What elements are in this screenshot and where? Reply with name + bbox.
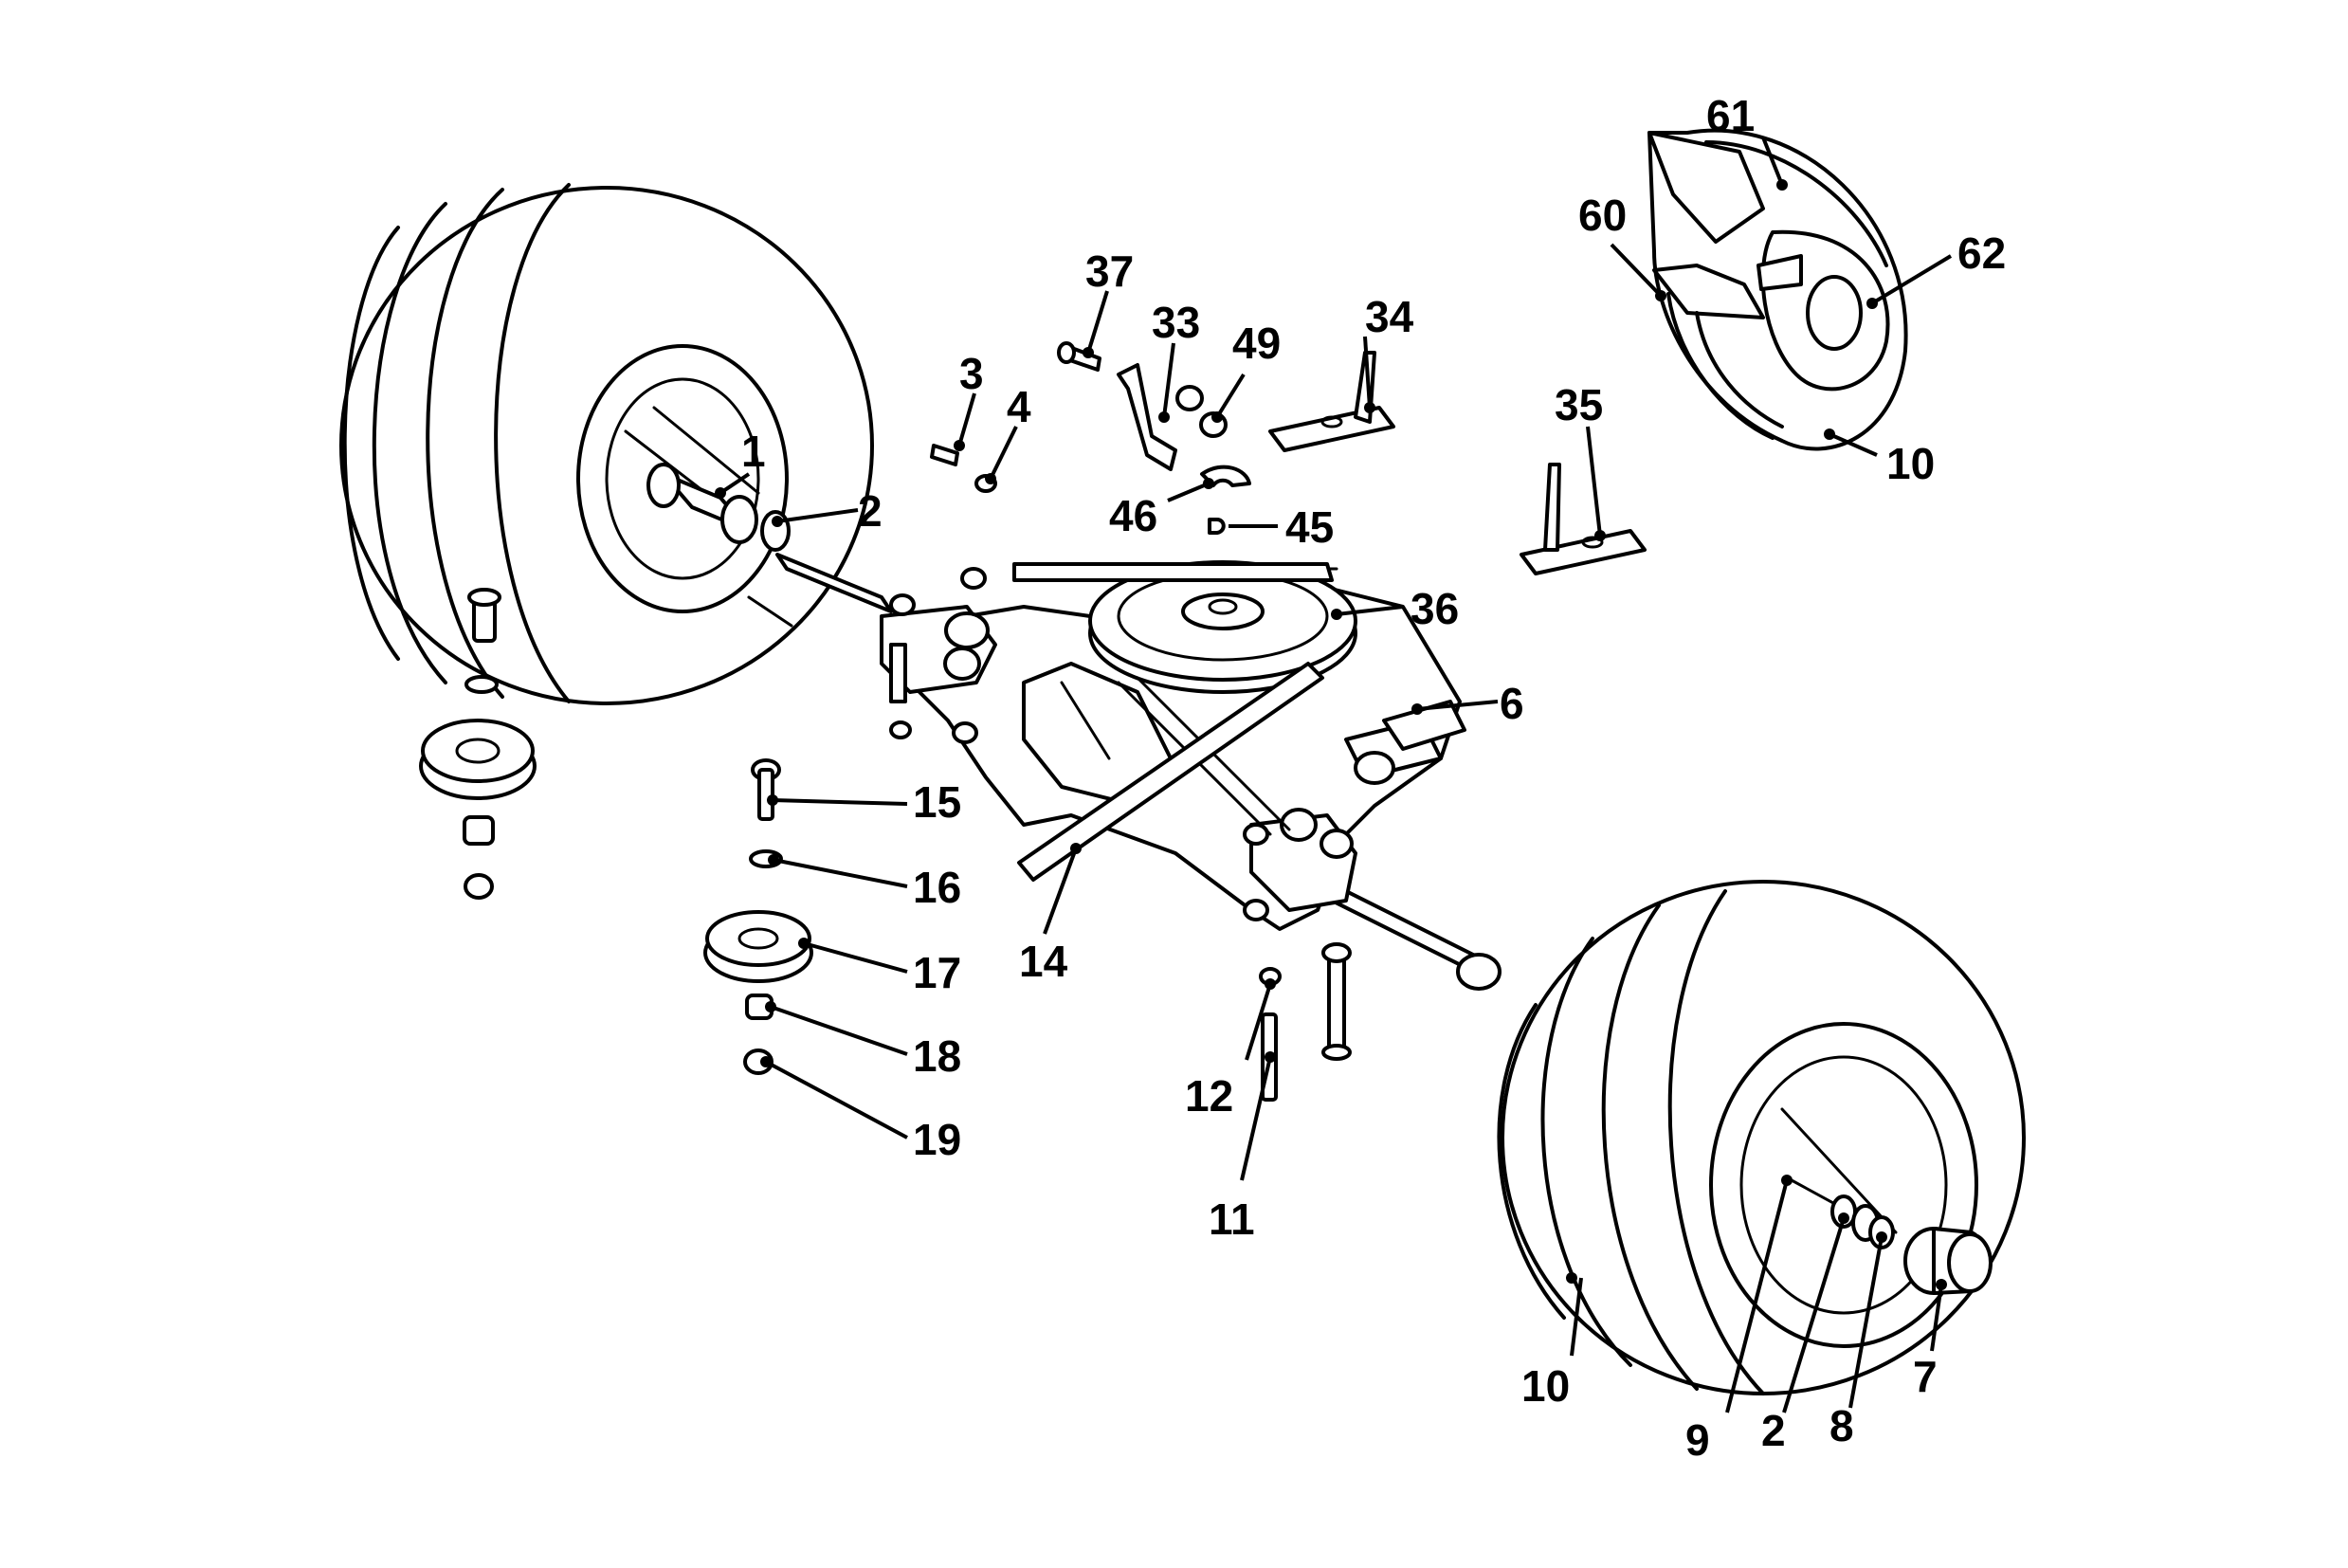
callout-62: 62 bbox=[1957, 228, 2006, 278]
right-rear-wheel bbox=[1497, 880, 2026, 1395]
callout-17: 17 bbox=[913, 948, 961, 997]
shift-rod bbox=[1017, 662, 1324, 882]
callout-1: 1 bbox=[741, 427, 766, 476]
callout-11: 11 bbox=[1209, 1194, 1255, 1244]
bolt-37 bbox=[1057, 341, 1101, 372]
leader-lines bbox=[719, 137, 1953, 1413]
input-pulley bbox=[1088, 560, 1357, 694]
left-wheel-bolt bbox=[467, 588, 501, 643]
left-hub-bushing bbox=[646, 463, 758, 544]
callout-6: 6 bbox=[1500, 679, 1524, 728]
key-45 bbox=[1208, 518, 1226, 535]
callout-35: 35 bbox=[1555, 380, 1603, 429]
callout-15: 15 bbox=[913, 777, 961, 827]
callout-49: 49 bbox=[1232, 319, 1281, 368]
callout-7: 7 bbox=[1913, 1352, 1938, 1401]
callout-labels: 1 2 3 4 37 33 49 34 46 45 35 36 6 15 16 … bbox=[741, 91, 2006, 1465]
callout-3: 3 bbox=[959, 349, 984, 398]
bolt-15 bbox=[751, 758, 781, 821]
bracket-33 bbox=[1117, 363, 1177, 471]
mounting-studs bbox=[889, 567, 1269, 921]
callout-36: 36 bbox=[1411, 584, 1459, 633]
callout-33: 33 bbox=[1152, 298, 1200, 347]
long-bolt bbox=[1321, 942, 1352, 1061]
callout-61: 61 bbox=[1706, 91, 1755, 140]
clip-3 bbox=[930, 444, 959, 466]
callout-9: 9 bbox=[1685, 1415, 1710, 1465]
leader-dots bbox=[715, 179, 1947, 1290]
pulley-17 bbox=[703, 910, 813, 983]
callout-14: 14 bbox=[1019, 937, 1068, 986]
clip-46 bbox=[1200, 465, 1251, 487]
callout-19: 19 bbox=[913, 1115, 961, 1164]
callout-10a: 10 bbox=[1886, 439, 1935, 488]
left-rear-wheel bbox=[339, 183, 874, 705]
callout-60: 60 bbox=[1578, 191, 1627, 240]
callout-34: 34 bbox=[1365, 292, 1414, 341]
washer-49 bbox=[1175, 385, 1228, 438]
callout-37: 37 bbox=[1085, 246, 1134, 296]
callout-12: 12 bbox=[1185, 1071, 1233, 1121]
callout-18: 18 bbox=[913, 1031, 961, 1081]
callout-45: 45 bbox=[1285, 502, 1334, 552]
hub-cap-7 bbox=[1903, 1227, 1993, 1295]
callout-8: 8 bbox=[1829, 1401, 1854, 1450]
callout-2b: 2 bbox=[1761, 1406, 1786, 1455]
callout-16: 16 bbox=[913, 863, 961, 912]
callout-4: 4 bbox=[1007, 382, 1031, 431]
cutaway-wheel bbox=[1647, 128, 1908, 451]
left-pulley-stack bbox=[419, 675, 537, 900]
callout-2: 2 bbox=[858, 486, 883, 536]
bracket-35 bbox=[1520, 463, 1647, 575]
callout-46: 46 bbox=[1109, 491, 1157, 540]
callout-10b: 10 bbox=[1521, 1361, 1570, 1411]
bracket-34 bbox=[1268, 351, 1395, 452]
